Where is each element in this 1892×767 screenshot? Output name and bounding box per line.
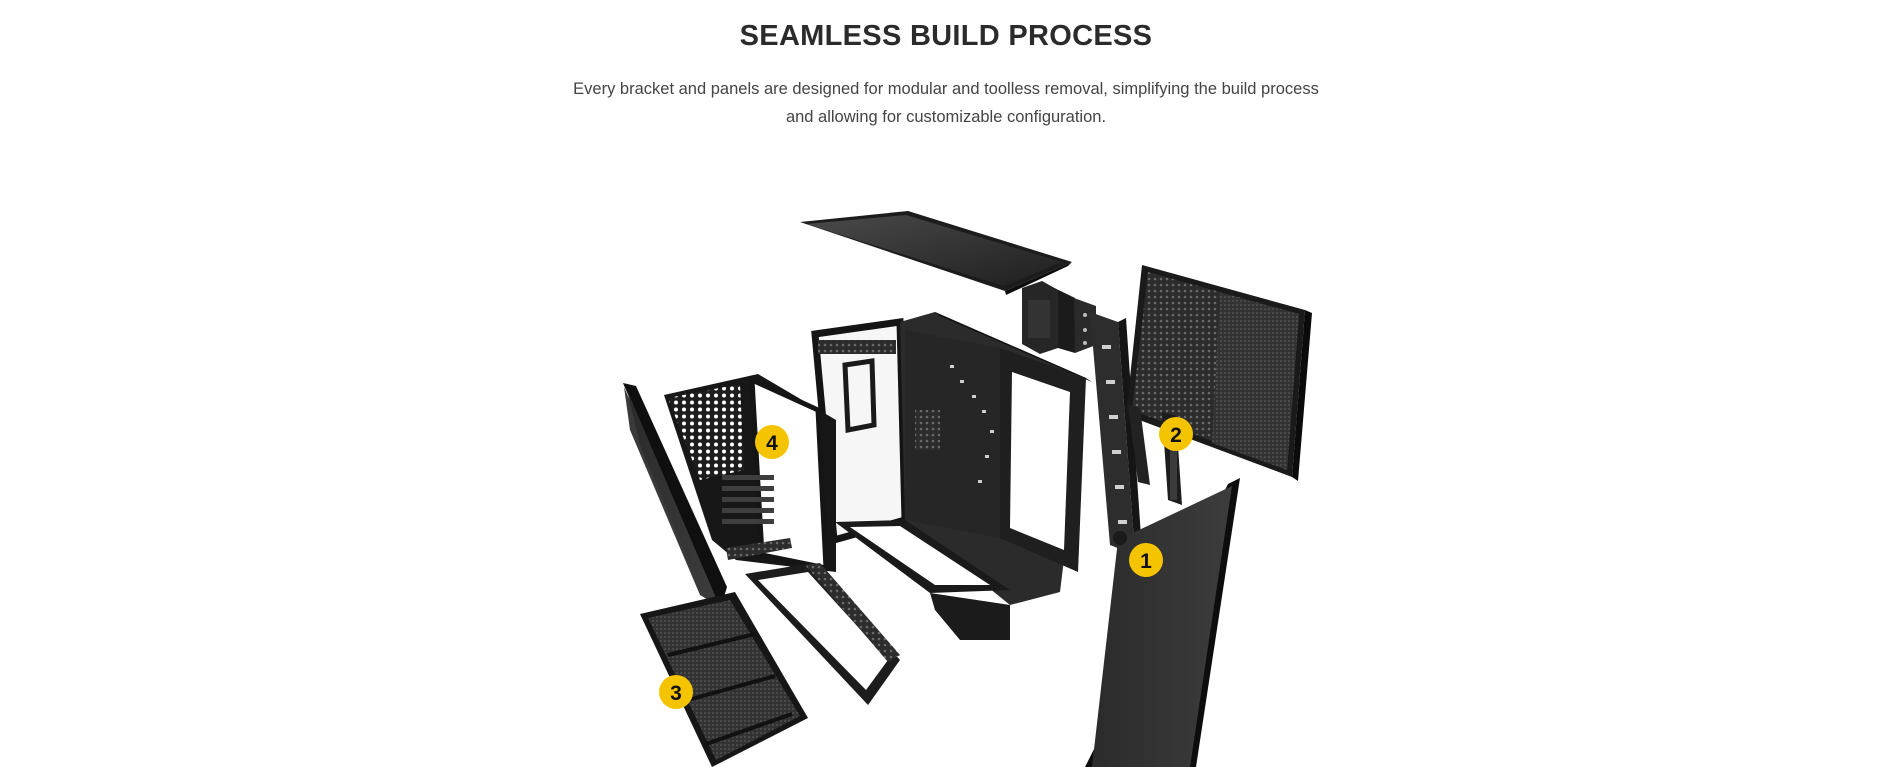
callout-3-label: 3 bbox=[670, 682, 682, 705]
vertical-rail-bracket bbox=[1090, 312, 1142, 555]
left-glass-panel bbox=[623, 383, 727, 610]
motherboard-bracket bbox=[664, 374, 836, 572]
callout-4-label: 4 bbox=[766, 432, 778, 455]
bottom-psu-bracket bbox=[745, 563, 900, 705]
rear-mesh-panel bbox=[1126, 265, 1312, 505]
front-mesh-panel bbox=[640, 592, 808, 767]
top-glass-panel bbox=[800, 211, 1072, 295]
main-chassis bbox=[811, 312, 1092, 640]
callout-1-label: 1 bbox=[1140, 550, 1152, 573]
section-description: Every bracket and panels are designed fo… bbox=[573, 80, 1319, 126]
section-title: SEAMLESS BUILD PROCESS bbox=[739, 20, 1153, 52]
callout-2-label: 2 bbox=[1170, 424, 1182, 447]
callout-4: 4 bbox=[755, 425, 789, 459]
callout-3: 3 bbox=[659, 675, 693, 709]
right-glass-door bbox=[1085, 478, 1240, 767]
callout-2: 2 bbox=[1159, 417, 1193, 451]
top-fan-bracket bbox=[1022, 281, 1096, 354]
callout-1: 1 bbox=[1129, 543, 1163, 577]
